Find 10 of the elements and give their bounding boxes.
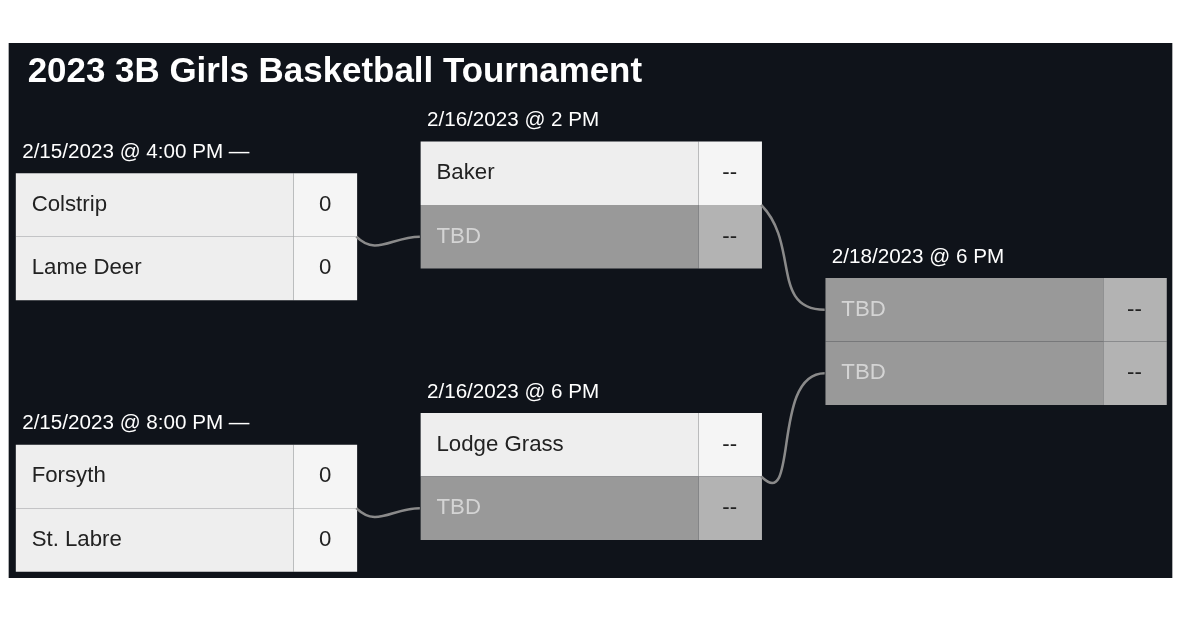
- node-label: 2/15/2023 @ 4:00 PM —: [22, 138, 250, 162]
- connector: [355, 234, 420, 247]
- connector: [760, 203, 825, 311]
- node-label: 2/15/2023 @ 8:00 PM —: [22, 409, 250, 433]
- node-label: 2/16/2023 @ 6 PM: [426, 378, 600, 402]
- connector: [355, 506, 420, 518]
- connector: [760, 371, 825, 483]
- diagram-title: 2023 3B Girls Basketball Tournament: [27, 49, 643, 89]
- node-label: 2/18/2023 @ 6 PM: [831, 243, 1005, 267]
- node-label: 2/16/2023 @ 2 PM: [426, 106, 600, 130]
